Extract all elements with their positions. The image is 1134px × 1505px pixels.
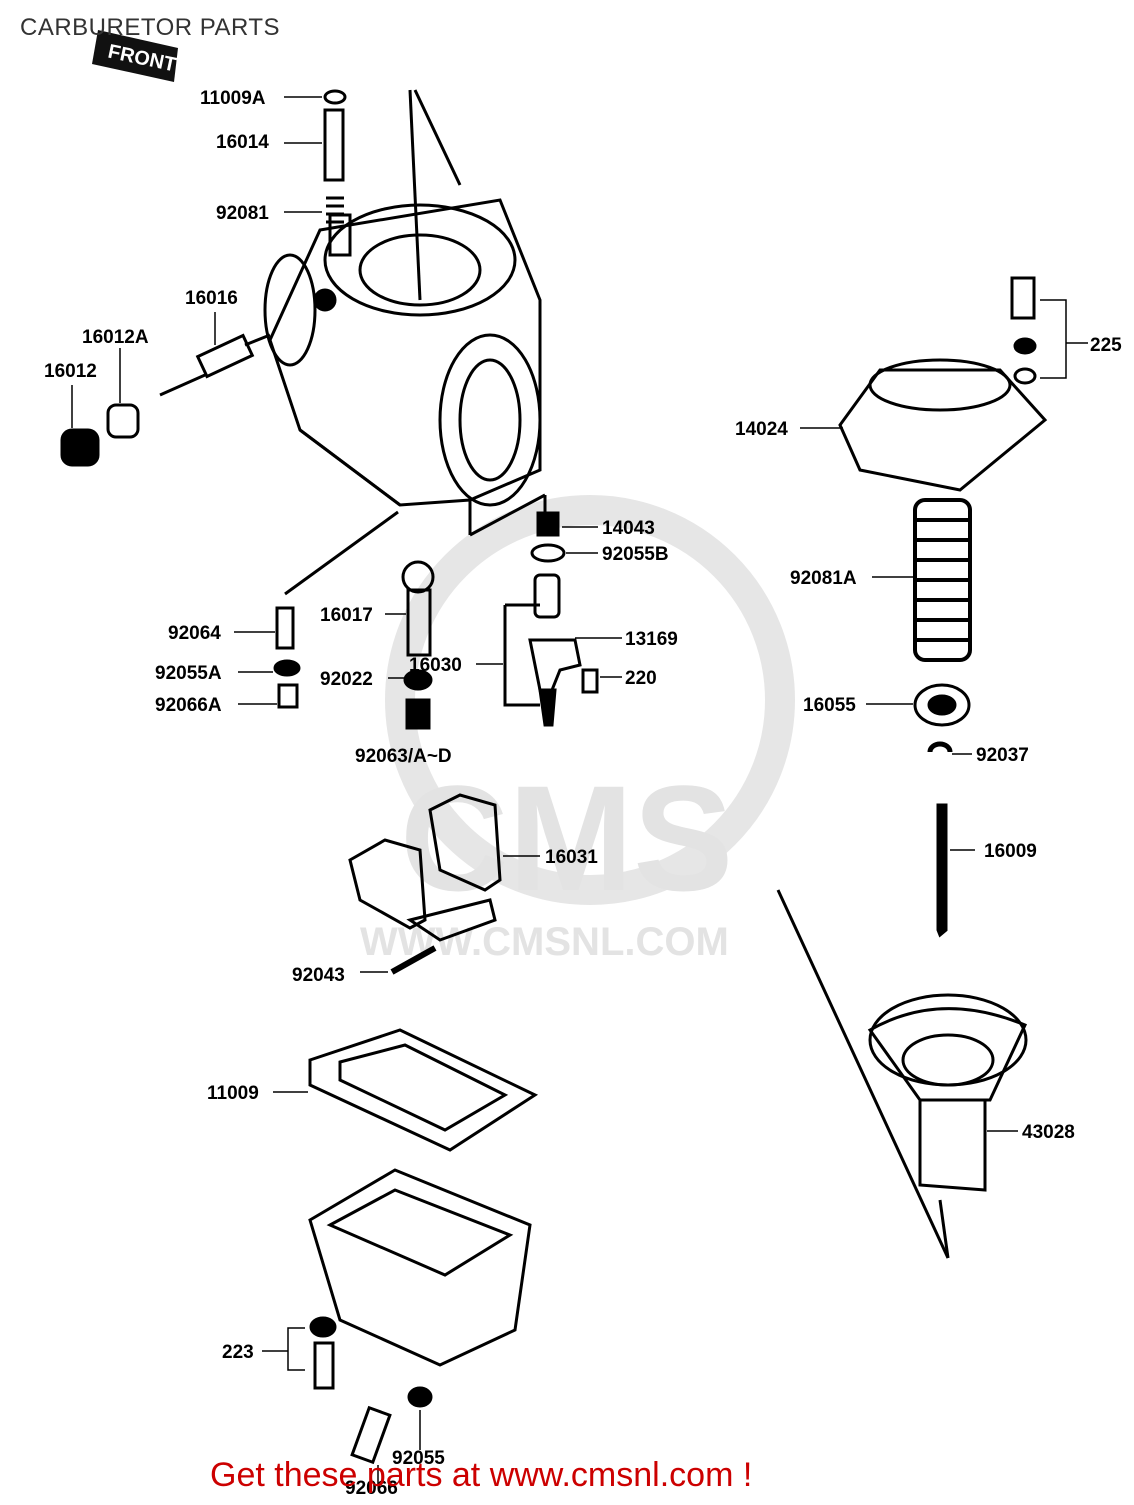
needle-jet-13169-upper <box>533 573 561 619</box>
bracket-16030 <box>503 603 540 707</box>
screw-16014 <box>323 108 345 182</box>
o-ring-92055B <box>530 543 566 563</box>
screw-92064 <box>275 606 295 650</box>
o-ring-92055A <box>273 659 301 677</box>
float-valve-16030 <box>538 688 557 727</box>
page-title: CARBURETOR PARTS <box>20 14 281 41</box>
label-16016: 16016 <box>185 288 238 309</box>
pin-92043 <box>390 945 437 975</box>
label-92081: 92081 <box>216 203 269 224</box>
carburetor-body <box>263 89 542 507</box>
label-16031: 16031 <box>545 847 598 868</box>
gasket-11009 <box>308 1028 539 1152</box>
nut-16012A <box>106 403 140 439</box>
label-92064: 92064 <box>168 623 221 644</box>
label-92066A: 92066A <box>155 695 222 716</box>
label-16030: 16030 <box>409 655 462 676</box>
label-92066: 92066 <box>345 1478 398 1499</box>
screw-washer-set-225 <box>1010 276 1037 385</box>
idle-screw-16016 <box>159 333 271 397</box>
o-ring-92055 <box>407 1386 433 1408</box>
piston-43028 <box>867 993 1028 1192</box>
label-92055A: 92055A <box>155 663 222 684</box>
pilot-jet-92063 <box>405 698 431 730</box>
label-92055: 92055 <box>392 1448 445 1469</box>
jet-holder-16017 <box>401 560 435 657</box>
top-cover-14024 <box>838 358 1048 492</box>
label-92081A: 92081A <box>790 568 857 589</box>
footer-link-text[interactable]: Get these parts at www.cmsnl.com ! <box>210 1456 753 1494</box>
label-11009A: 11009A <box>200 88 266 109</box>
label-16012: 16012 <box>44 361 97 382</box>
label-92043: 92043 <box>292 965 345 986</box>
label-16055: 16055 <box>803 695 856 716</box>
float-bowl <box>308 1168 532 1367</box>
spring-92081 <box>326 196 344 224</box>
label-92037: 92037 <box>976 745 1029 766</box>
washer-11009A <box>323 89 347 105</box>
label-220: 220 <box>625 668 657 689</box>
label-14043: 14043 <box>602 518 655 539</box>
float-arm-13169 <box>528 638 582 692</box>
needle-16009 <box>936 803 948 938</box>
main-jet-14043 <box>536 511 560 537</box>
label-13169: 13169 <box>625 629 678 650</box>
label-92055B: 92055B <box>602 544 669 565</box>
label-223: 223 <box>222 1342 254 1363</box>
drain-screw-92066 <box>350 1405 392 1465</box>
label-11009: 11009 <box>207 1083 259 1104</box>
label-92022: 92022 <box>320 669 373 690</box>
label-92063: 92063/A~D <box>355 746 452 767</box>
clip-92037 <box>927 741 953 753</box>
screw-washer-set-223 <box>309 1316 337 1390</box>
plug-92066A <box>277 683 299 709</box>
label-225: 225 <box>1090 335 1122 356</box>
float-16031 <box>348 793 502 942</box>
label-16009: 16009 <box>984 841 1037 862</box>
cap-16012 <box>60 428 100 467</box>
label-16014: 16014 <box>216 132 269 153</box>
washer-92022 <box>403 669 433 691</box>
label-16017: 16017 <box>320 605 373 626</box>
part-labels: 11009A 16014 92081 16016 16012A 16012 22… <box>44 88 1122 1499</box>
watermark-logo: CMS <box>400 754 733 922</box>
seat-16055 <box>913 683 971 727</box>
label-43028: 43028 <box>1022 1122 1075 1143</box>
spring-92081A <box>913 498 972 662</box>
screw-220 <box>581 668 599 694</box>
label-14024: 14024 <box>735 419 788 440</box>
label-16012A: 16012A <box>82 327 149 348</box>
leader-lines <box>71 96 1088 1485</box>
